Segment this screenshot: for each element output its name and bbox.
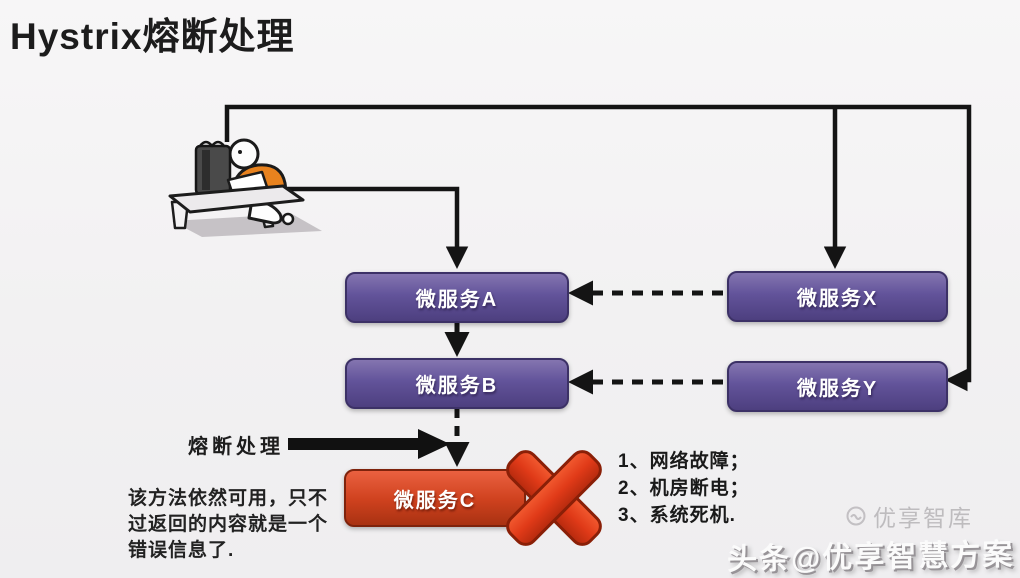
node-service-y-label: 微服务Y xyxy=(796,378,879,400)
fallback-note-line: 错误信息了. xyxy=(128,540,235,561)
node-service-x: 微服务X xyxy=(727,271,948,322)
fuse-handling-label: 熔断处理 xyxy=(188,436,284,458)
node-service-c: 微服务C xyxy=(344,469,526,527)
page-title: Hystrix熔断处理 xyxy=(10,16,295,57)
uxiang-logo-icon xyxy=(846,506,866,526)
node-service-b: 微服务B xyxy=(345,358,569,409)
failure-reason-item: 3、系统死机. xyxy=(618,505,736,526)
failure-reasons-list: 1、网络故障； 2、机房断电； 3、系统死机. xyxy=(618,448,750,529)
faint-watermark: 优享智库 xyxy=(845,499,973,533)
failure-reason-item: 1、网络故障； xyxy=(618,451,750,472)
fallback-note-line: 过返回的内容就是一个 xyxy=(128,514,329,535)
arrow-user-to-service-y xyxy=(224,104,972,392)
brand-watermark: 头条@优享智慧方案 xyxy=(726,538,1015,577)
node-service-a-label: 微服务A xyxy=(415,289,499,311)
failure-reason-item: 2、机房断电； xyxy=(618,478,750,499)
node-service-b-label: 微服务B xyxy=(415,375,499,397)
fallback-note-line: 该方法依然可用，只不 xyxy=(128,488,329,509)
failure-cross-icon xyxy=(506,450,602,546)
person-at-desk-icon xyxy=(168,138,322,237)
node-service-y: 微服务Y xyxy=(727,361,948,412)
node-service-a: 微服务A xyxy=(345,272,569,323)
node-service-c-label: 微服务C xyxy=(393,489,477,512)
arrow-user-to-service-a xyxy=(287,186,469,269)
fallback-note: 该方法依然可用，只不 过返回的内容就是一个 错误信息了. xyxy=(128,486,328,564)
fuse-thick-arrow xyxy=(288,429,450,459)
faint-watermark-text: 优享智库 xyxy=(873,505,973,531)
node-service-x-label: 微服务X xyxy=(796,288,879,310)
